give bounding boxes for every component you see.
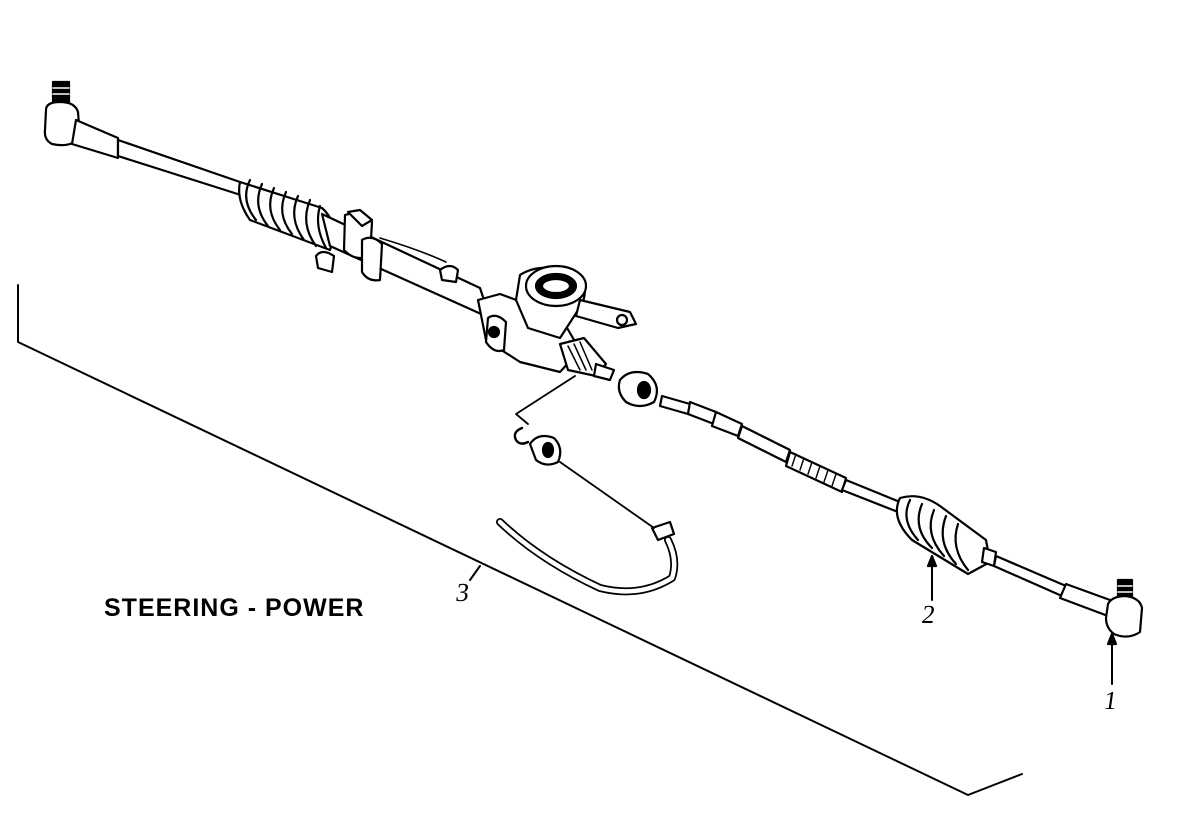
left-bellows-boot — [238, 178, 335, 252]
right-tie-rod-end — [1104, 578, 1144, 638]
pinion-valve-housing — [476, 264, 638, 374]
callout-3-leader — [469, 565, 481, 581]
pressure-tube — [496, 518, 679, 596]
seal — [528, 434, 562, 466]
rack-plug — [617, 370, 659, 408]
right-bellows-boot — [895, 495, 998, 576]
snap-ring — [513, 426, 530, 445]
right-inner-tie-rod — [658, 394, 902, 514]
diagram-title: STEERING - POWER — [104, 594, 365, 622]
tube-leader-line — [559, 461, 655, 529]
pinion-shaft — [558, 336, 616, 382]
left-tie-rod-shaft — [116, 138, 246, 198]
left-tie-rod-end — [43, 80, 120, 160]
seal-leader-line — [515, 375, 576, 425]
right-tie-rod-shaft — [992, 554, 1068, 598]
assembly-bracket-line — [17, 284, 1023, 796]
